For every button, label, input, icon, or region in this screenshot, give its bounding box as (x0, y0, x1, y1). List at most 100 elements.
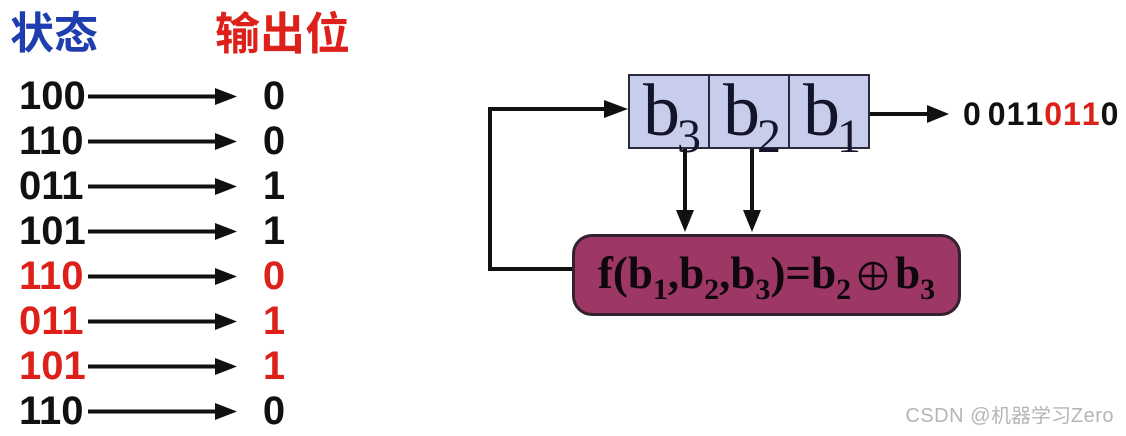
arrow-head (215, 87, 237, 105)
cjk-glyph-态 (55, 10, 97, 52)
cjk-glyph-位 (306, 10, 349, 54)
row-arrow (88, 177, 237, 195)
arrow-head (215, 177, 237, 195)
register-cell-label: b3 (643, 70, 701, 163)
row-arrow (88, 87, 237, 105)
formula-subscript: 1 (652, 272, 668, 306)
glyph-path (1011, 406, 1031, 425)
state-value: 100 (19, 74, 86, 118)
state-row: 101 1 (0, 209, 300, 254)
feedback-path-arrow (488, 100, 628, 271)
output-bit-value: 1 (262, 164, 286, 208)
arrow-head (215, 267, 237, 285)
stream-bit: 1 (1025, 96, 1044, 132)
element (858, 261, 888, 290)
arrow-head (215, 132, 237, 150)
text-span (991, 405, 1071, 425)
glyph-group (1052, 407, 1069, 425)
row-arrow (88, 402, 237, 420)
state-value: 110 (19, 389, 84, 433)
formula-subscript: 2 (704, 272, 720, 306)
glyph-group (216, 11, 260, 54)
cjk-glyph-机 (991, 405, 1011, 425)
stream-bit: 0 (963, 96, 981, 132)
state-row: 011 1 (0, 164, 300, 209)
stream-bit: 1 (1006, 96, 1025, 132)
arrow-head (215, 312, 237, 330)
state-value: 101 (19, 344, 86, 388)
row-arrow (88, 132, 237, 150)
glyph-path (11, 11, 54, 53)
glyph-path (1052, 407, 1069, 425)
glyph-group (991, 405, 1011, 425)
glyph-group (1011, 406, 1031, 425)
register-cell-b3: b3 (630, 74, 708, 161)
row-arrow (88, 312, 237, 330)
formula-text: ,b (667, 247, 705, 298)
glyph-group (55, 10, 97, 52)
stream-bit: 1 (1081, 96, 1100, 132)
state-row: 110 0 (0, 119, 300, 164)
glyph-group (263, 11, 301, 54)
glyph-path (55, 10, 97, 52)
formula-text: ,b (719, 247, 756, 298)
register-cell-b1: b1 (788, 74, 868, 161)
csdn-watermark: CSDN @Zero (905, 405, 1114, 427)
cjk-glyph-器 (1011, 406, 1031, 425)
arrow-head (215, 222, 237, 240)
output-bit-value: 0 (262, 119, 286, 163)
state-value: 110 (19, 254, 84, 298)
glyph-path (1032, 405, 1050, 425)
glyph-path (216, 11, 260, 54)
arrow-head (604, 100, 628, 118)
stream-bit: 0 (987, 96, 1006, 132)
arrow-head (927, 105, 949, 123)
cjk-glyph-输 (216, 11, 260, 54)
xor-circle (858, 261, 888, 290)
row-arrow (88, 357, 237, 375)
state-value: 011 (19, 299, 84, 343)
arrow-head (215, 402, 237, 420)
output-bit-value: 1 (262, 344, 286, 388)
output-bit-value: 0 (262, 74, 286, 118)
output-arrow (870, 105, 949, 123)
state-value: 101 (19, 209, 86, 253)
glyph-path (991, 405, 1011, 425)
stream-bit: 0 (1044, 96, 1062, 132)
output-bit-value: 1 (262, 299, 286, 343)
glyph-group (11, 11, 54, 53)
state-row: 101 1 (0, 344, 300, 389)
formula-text: f(b (597, 247, 653, 298)
glyph-path (306, 10, 349, 54)
arrow-head (676, 210, 694, 232)
state-row: 011 1 (0, 299, 300, 344)
stream-bit: 0 (1100, 96, 1119, 132)
cjk-glyph-学 (1032, 405, 1050, 425)
glyph-path (263, 11, 301, 54)
glyph-group (306, 10, 349, 54)
formula-text: b (895, 247, 921, 298)
state-value: 011 (19, 164, 84, 208)
output-column-header (215, 10, 350, 54)
text-span (10, 10, 98, 54)
tap-arrow-b3 (676, 149, 694, 232)
text-span (215, 10, 350, 55)
text-span: 2 (757, 110, 781, 163)
text-span: 3 (677, 110, 701, 163)
stream-bit: 1 (1062, 96, 1081, 132)
arrow-head (743, 210, 761, 232)
state-value: 110 (19, 119, 84, 163)
state-column-header (10, 10, 98, 54)
output-bit-value: 1 (262, 209, 286, 253)
formula-subscript: 2 (836, 272, 852, 306)
arrow-head (215, 357, 237, 375)
row-arrow (88, 267, 237, 285)
register-cell-label: b2 (723, 70, 781, 163)
